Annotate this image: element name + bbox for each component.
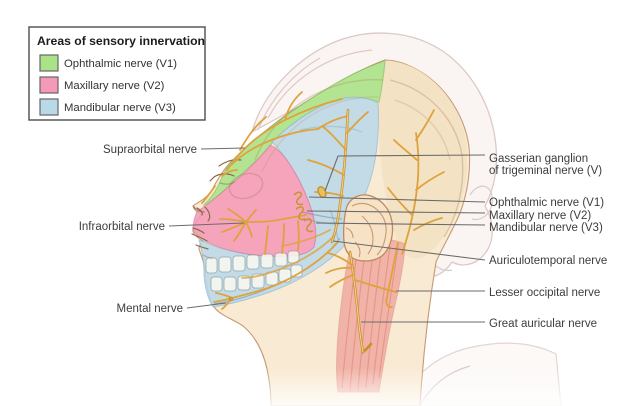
leader-infraorbital <box>168 222 245 227</box>
label-lesser-occipital-nerve: Lesser occipital nerve <box>489 287 600 299</box>
legend-title: Areas of sensory innervation <box>37 34 205 48</box>
cervical-nerve-branches <box>325 242 399 355</box>
legend-label-mandibular: Mandibular nerve (V3) <box>64 102 176 114</box>
leader-supraorbital <box>200 147 246 150</box>
supraorbital-nerve-branches <box>201 91 349 204</box>
leader-gasserian <box>324 154 486 192</box>
nerves <box>201 91 445 355</box>
label-supraorbital-nerve: Supraorbital nerve <box>103 144 197 156</box>
legend-label-ophthalmic: Ophthalmic nerve (V1) <box>64 58 177 70</box>
label-infraorbital-nerve: Infraorbital nerve <box>79 221 165 233</box>
mental-nerve-branches <box>213 229 339 310</box>
label-ophthalmic-nerve: Ophthalmic nerve (V1) <box>489 197 604 209</box>
leader-maxillary <box>306 210 486 214</box>
legend-swatch-maxillary <box>39 76 59 94</box>
region-ophthalmic-v1 <box>202 60 386 207</box>
legend-swatch-mandibular <box>39 98 59 116</box>
label-auriculotemporal-nerve: Auriculotemporal nerve <box>489 255 607 267</box>
legend-swatch-ophthalmic <box>39 54 59 72</box>
leader-mental <box>186 302 227 309</box>
label-great-auricular-nerve: Great auricular nerve <box>489 318 597 330</box>
label-gasserian-ganglion-line1: Gasserian ganglion <box>489 153 588 165</box>
leader-lines <box>168 147 486 323</box>
auriculotemporal-nerve-branches <box>307 108 369 244</box>
leader-auriculotemporal <box>332 240 486 261</box>
posterior-scalp <box>378 61 468 259</box>
label-gasserian-ganglion-line2: of trigeminal nerve (V) <box>489 165 602 177</box>
label-mandibular-nerve: Mandibular nerve (V3) <box>489 222 603 234</box>
region-maxillary-v2 <box>192 144 317 257</box>
legend-label-maxillary: Maxillary nerve (V2) <box>64 80 165 92</box>
label-mental-nerve: Mental nerve <box>117 303 183 315</box>
leader-ophthalmic <box>308 196 486 203</box>
ear <box>342 194 394 262</box>
leader-mandibular <box>315 222 486 226</box>
bottom-fade <box>0 368 629 406</box>
annotation-labels: Supraorbital nerve Infraorbital nerve Me… <box>79 144 608 330</box>
legend: Areas of sensory innervation Ophthalmic … <box>28 26 206 121</box>
label-maxillary-nerve: Maxillary nerve (V2) <box>489 210 591 222</box>
occipital-nerve-branches <box>387 109 445 255</box>
